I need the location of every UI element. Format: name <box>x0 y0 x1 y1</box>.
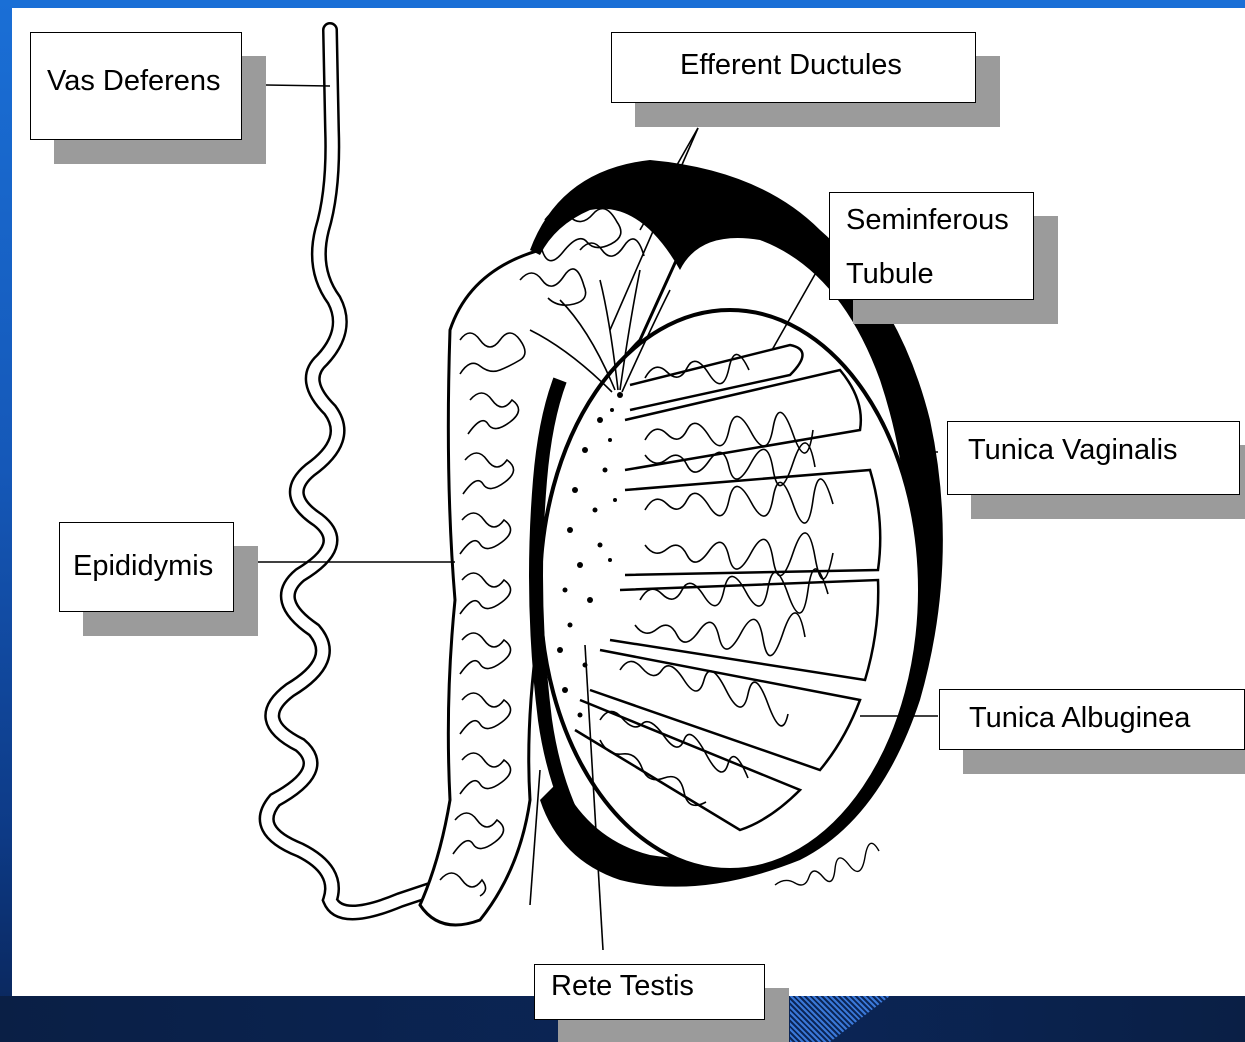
seminiferous-tubule-label-line2: Tubule <box>846 247 1033 301</box>
epididymis-label: Epididymis <box>59 522 234 612</box>
vas-deferens-label: Vas Deferens <box>30 32 242 140</box>
rete-testis-label: Rete Testis <box>534 964 765 1020</box>
tunica-albuginea-label: Tunica Albuginea <box>939 689 1245 750</box>
seminiferous-tubule-label: Seminferous Tubule <box>829 192 1034 300</box>
seminiferous-tubule-label-line1: Seminferous <box>846 193 1033 247</box>
vas-deferens-drawing <box>267 30 460 913</box>
tunica-vaginalis-label: Tunica Vaginalis <box>947 421 1240 495</box>
leader-vas-deferens <box>266 85 330 86</box>
leader-albuginea-lower <box>530 770 540 905</box>
efferent-ductules-label: Efferent Ductules <box>611 32 976 103</box>
